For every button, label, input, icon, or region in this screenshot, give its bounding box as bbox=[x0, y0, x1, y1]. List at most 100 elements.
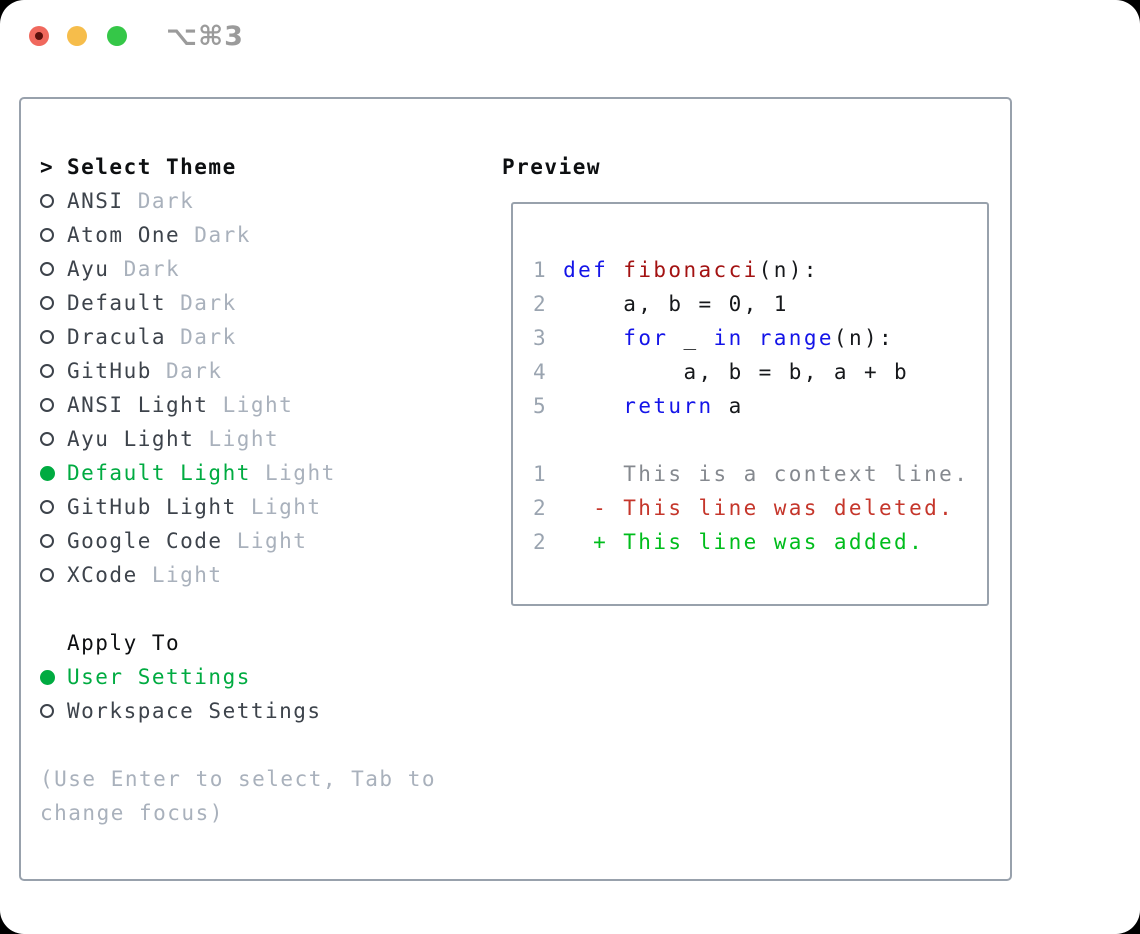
code-token bbox=[563, 326, 623, 350]
option-label: Ayu Light bbox=[67, 427, 195, 451]
theme-option-atom-one[interactable]: Atom One Dark bbox=[40, 218, 436, 252]
radio-circle bbox=[40, 398, 54, 412]
theme-option-ayu-light[interactable]: Ayu Light Light bbox=[40, 422, 436, 456]
radio-circle bbox=[40, 262, 54, 276]
theme-option-dracula[interactable]: Dracula Dark bbox=[40, 320, 436, 354]
diff-line-added: 2 + This line was added. bbox=[533, 525, 987, 559]
diff-line-deleted: 2 - This line was deleted. bbox=[533, 491, 987, 525]
radio-circle bbox=[40, 669, 55, 685]
theme-option-google-code[interactable]: Google Code Light bbox=[40, 524, 436, 558]
spacer bbox=[40, 592, 436, 626]
variant-tag: Dark bbox=[166, 325, 237, 349]
code-token: a, b = 0, 1 bbox=[563, 292, 789, 316]
radio-circle bbox=[40, 432, 54, 446]
variant-tag: Dark bbox=[123, 189, 195, 213]
theme-option-github-light[interactable]: GitHub Light Light bbox=[40, 490, 436, 524]
radio-unselected-icon bbox=[40, 500, 55, 514]
minimize-button[interactable] bbox=[67, 26, 87, 46]
diff-preview-block: 1 This is a context line.2 - This line w… bbox=[533, 457, 987, 559]
option-label: Dracula bbox=[67, 325, 167, 349]
window-titlebar[interactable]: ⌥⌘3 bbox=[0, 0, 1140, 72]
radio-unselected-icon bbox=[40, 432, 55, 446]
code-token bbox=[563, 394, 623, 418]
radio-circle bbox=[40, 465, 55, 481]
code-token: (n): bbox=[833, 326, 895, 350]
keyword-token: def bbox=[563, 258, 609, 282]
theme-option-ansi[interactable]: ANSI Dark bbox=[40, 184, 436, 218]
zoom-button[interactable] bbox=[107, 26, 127, 46]
code-line: 5 return a bbox=[533, 389, 987, 423]
diff-text: This is a context line. bbox=[548, 462, 970, 486]
close-button[interactable] bbox=[29, 26, 49, 46]
window-title: ⌥⌘3 bbox=[166, 21, 244, 52]
radio-circle bbox=[40, 364, 54, 378]
variant-tag: Dark bbox=[166, 291, 237, 315]
theme-option-ayu[interactable]: Ayu Dark bbox=[40, 252, 436, 286]
radio-unselected-icon bbox=[40, 194, 55, 208]
variant-tag: Light bbox=[194, 427, 280, 451]
apply-option-user-settings[interactable]: User Settings bbox=[40, 660, 436, 694]
variant-tag: Light bbox=[137, 563, 223, 587]
radio-unselected-icon bbox=[40, 262, 55, 276]
variant-tag: Light bbox=[222, 529, 308, 553]
line-number: 1 bbox=[533, 462, 549, 486]
radio-selected-icon bbox=[40, 465, 55, 481]
option-label: Atom One bbox=[67, 223, 181, 247]
keyword-token: return bbox=[623, 394, 714, 418]
line-number: 2 bbox=[533, 530, 549, 554]
line-number: 4 bbox=[533, 360, 564, 384]
apply-to-header-row: Apply To bbox=[40, 626, 436, 660]
theme-option-default-light[interactable]: Default Light Light bbox=[40, 456, 436, 490]
theme-option-xcode[interactable]: XCode Light bbox=[40, 558, 436, 592]
code-token: (n): bbox=[758, 258, 819, 282]
apply-to-title: Apply To bbox=[67, 631, 181, 655]
code-line: 1 def fibonacci(n): bbox=[533, 253, 987, 287]
option-label: Ayu bbox=[67, 257, 110, 281]
line-number: 2 bbox=[533, 292, 564, 316]
variant-tag: Dark bbox=[109, 257, 181, 281]
diff-text: - This line was deleted. bbox=[548, 496, 955, 520]
radio-unselected-icon bbox=[40, 534, 55, 548]
keyword-token: range bbox=[758, 326, 834, 350]
code-line: 4 a, b = b, a + b bbox=[533, 355, 987, 389]
option-label: GitHub bbox=[67, 359, 152, 383]
radio-circle bbox=[40, 228, 54, 242]
help-text-line-2: change focus) bbox=[40, 801, 224, 825]
prompt-cursor-icon: > bbox=[40, 155, 55, 179]
code-token bbox=[608, 258, 623, 282]
spacer bbox=[533, 423, 987, 457]
apply-option-workspace-settings[interactable]: Workspace Settings bbox=[40, 694, 436, 728]
theme-option-default[interactable]: Default Dark bbox=[40, 286, 436, 320]
radio-unselected-icon bbox=[40, 364, 55, 378]
radio-unselected-icon bbox=[40, 568, 55, 582]
diff-line-context: 1 This is a context line. bbox=[533, 457, 987, 491]
radio-unselected-icon bbox=[40, 704, 55, 718]
option-label: Default bbox=[67, 291, 167, 315]
radio-unselected-icon bbox=[40, 330, 55, 344]
variant-tag: Light bbox=[236, 495, 322, 519]
radio-circle bbox=[40, 568, 54, 582]
theme-option-github[interactable]: GitHub Dark bbox=[40, 354, 436, 388]
function-token: fibonacci bbox=[623, 258, 759, 282]
radio-circle bbox=[40, 194, 54, 208]
radio-circle bbox=[40, 500, 54, 514]
option-label: Workspace Settings bbox=[67, 699, 322, 723]
option-label: ANSI bbox=[67, 189, 124, 213]
code-token: _ bbox=[668, 326, 714, 350]
radio-unselected-icon bbox=[40, 398, 55, 412]
keyword-token: in bbox=[713, 326, 744, 350]
theme-option-ansi-light[interactable]: ANSI Light Light bbox=[40, 388, 436, 422]
variant-tag: Dark bbox=[180, 223, 251, 247]
radio-circle bbox=[40, 330, 54, 344]
code-token: a bbox=[713, 394, 744, 418]
option-label: GitHub Light bbox=[67, 495, 237, 519]
radio-circle bbox=[40, 296, 54, 310]
option-label: XCode bbox=[67, 563, 138, 587]
diff-text: + This line was added. bbox=[548, 530, 925, 554]
option-label: ANSI Light bbox=[67, 393, 209, 417]
